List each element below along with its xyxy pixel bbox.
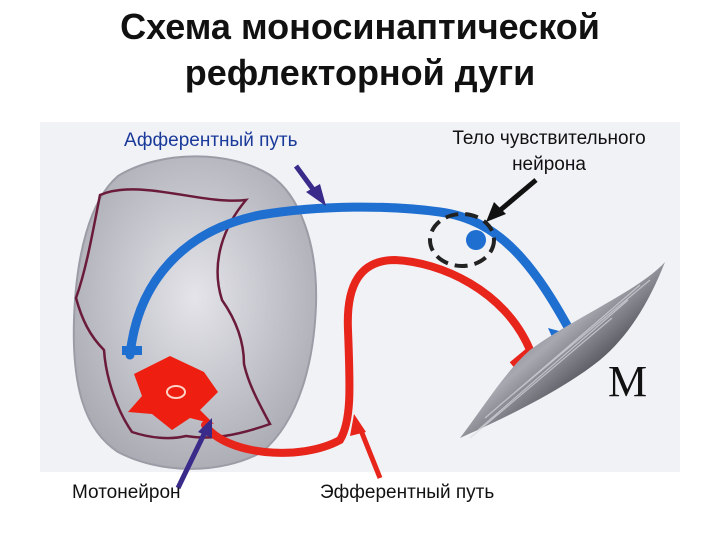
afferent-pointer-arrow [293, 164, 326, 206]
label-efferent-path: Эфферентный путь [320, 482, 495, 503]
label-sensory-line-2: нейрона [512, 154, 586, 175]
efferent-pointer-arrow [350, 414, 383, 479]
muscle-fibers [469, 279, 651, 439]
title-line-2: рефлекторной дуги [184, 52, 536, 93]
muscle [460, 262, 665, 438]
label-muscle-letter: M [608, 357, 648, 406]
efferent-fiber [201, 255, 534, 457]
motoneuron-body [128, 356, 218, 430]
sensory-neuron-marker [428, 212, 496, 268]
grey-matter-outline [74, 188, 272, 440]
motoneuron-pointer-arrow [175, 418, 212, 490]
label-sensory-line-1: Тело чувствительного [452, 128, 646, 149]
label-sensory-neuron-body: Тело чувствительного нейрона [404, 126, 694, 178]
label-afferent-path: Афферентный путь [124, 130, 298, 151]
afferent-fiber [125, 202, 580, 360]
afferent-terminal [122, 346, 142, 355]
slide-title: Схема моносинаптической рефлекторной дуг… [0, 4, 720, 96]
label-motoneuron: Мотонейрон [72, 482, 181, 503]
spinal-cord [72, 155, 318, 470]
title-line-1: Схема моносинаптической [120, 6, 600, 47]
sensory-body-pointer-arrow [486, 178, 538, 222]
motoneuron-nucleus [166, 385, 186, 399]
sensory-neuron-body [466, 230, 486, 250]
